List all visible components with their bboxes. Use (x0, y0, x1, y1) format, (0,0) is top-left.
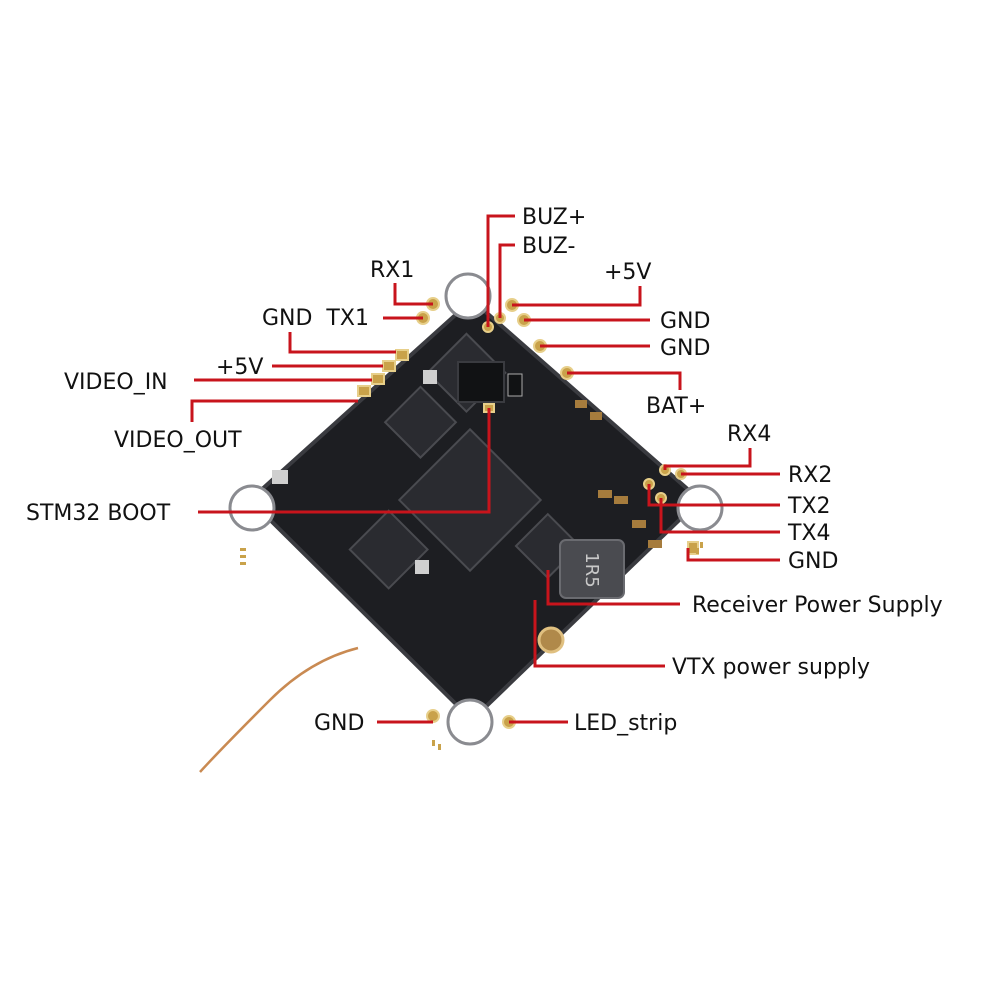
leader-gnd-right-3 (686, 548, 780, 562)
mounting-hole-left (230, 486, 274, 530)
label-vtx-power: VTX power supply (672, 655, 870, 680)
leader-receiver-power (546, 570, 680, 606)
flight-controller-board: 1R5 (199, 272, 724, 773)
leader-stm32-boot (198, 408, 491, 514)
label-video-in: VIDEO_IN (64, 370, 168, 395)
label-gnd-right-3: GND (788, 549, 838, 574)
castellated-edges (240, 542, 703, 750)
leader-buz-plus (486, 214, 515, 327)
label-buz-plus: BUZ+ (522, 205, 586, 230)
leader-5v-right (512, 286, 642, 307)
label-5v-left: +5V (216, 355, 263, 380)
label-gnd-tx1: GND TX1 (262, 306, 369, 331)
pad-gnd-left (395, 349, 409, 361)
leader-rx1 (393, 283, 433, 306)
mounting-hole-top (446, 274, 490, 318)
mounting-hole-top-ring (444, 272, 492, 320)
label-rx2: RX2 (788, 463, 832, 488)
passive-5 (575, 400, 587, 408)
leader-rx4 (663, 448, 752, 470)
mcu-chip (397, 427, 543, 573)
pad-video-out (357, 385, 371, 397)
leader-buz-minus (498, 243, 515, 318)
label-gnd-right-2: GND (660, 336, 710, 361)
passive-2 (614, 496, 628, 504)
ufl-connector (537, 626, 565, 654)
leader-gnd-left (288, 332, 396, 354)
label-led-strip: LED_strip (574, 711, 677, 736)
inductor-marking: 1R5 (581, 552, 602, 587)
passive-9 (423, 370, 437, 384)
passive-4 (648, 540, 662, 548)
mounting-hole-bottom (448, 700, 492, 744)
label-5v-right: +5V (604, 260, 651, 285)
mounting-hole-left-ring (228, 484, 276, 532)
chip-left (383, 385, 458, 459)
mounting-hole-bottom-ring (446, 698, 494, 746)
small-chip-top (457, 361, 505, 403)
pad-5v-left (382, 360, 396, 372)
small-component-top (507, 373, 523, 397)
passive-3 (632, 520, 646, 528)
pin-labels: BUZ+ BUZ- RX1 +5V GND TX1 GND GND +5V VI… (26, 205, 943, 736)
leader-lines (190, 214, 780, 724)
inductor: 1R5 (559, 539, 625, 599)
leader-bat-plus (567, 371, 682, 390)
passive-6 (590, 412, 602, 420)
label-tx2: TX2 (787, 494, 831, 519)
receiver-antenna (199, 646, 359, 773)
label-rx4: RX4 (727, 422, 771, 447)
passive-1 (598, 490, 612, 498)
leader-tx4 (659, 498, 780, 534)
pad-video-in (371, 373, 385, 385)
label-video-out: VIDEO_OUT (114, 428, 242, 453)
passive-8 (272, 470, 288, 484)
leader-vtx-power (533, 600, 665, 668)
label-bat-plus: BAT+ (646, 394, 706, 419)
mounting-hole-right (678, 486, 722, 530)
label-buz-minus: BUZ- (522, 234, 575, 259)
leader-video-out (190, 399, 358, 422)
pad-gnd-bottom (426, 709, 440, 723)
label-gnd-bottom: GND (314, 711, 364, 736)
passive-7 (415, 560, 429, 574)
label-gnd-right-1: GND (660, 309, 710, 334)
mounting-hole-right-ring (676, 484, 724, 532)
leader-tx2 (647, 484, 780, 507)
label-stm32-boot: STM32 BOOT (26, 501, 171, 526)
label-rx1: RX1 (370, 258, 414, 283)
label-tx4: TX4 (787, 521, 831, 546)
chip-lower (348, 509, 429, 590)
label-receiver-power: Receiver Power Supply (692, 593, 943, 618)
